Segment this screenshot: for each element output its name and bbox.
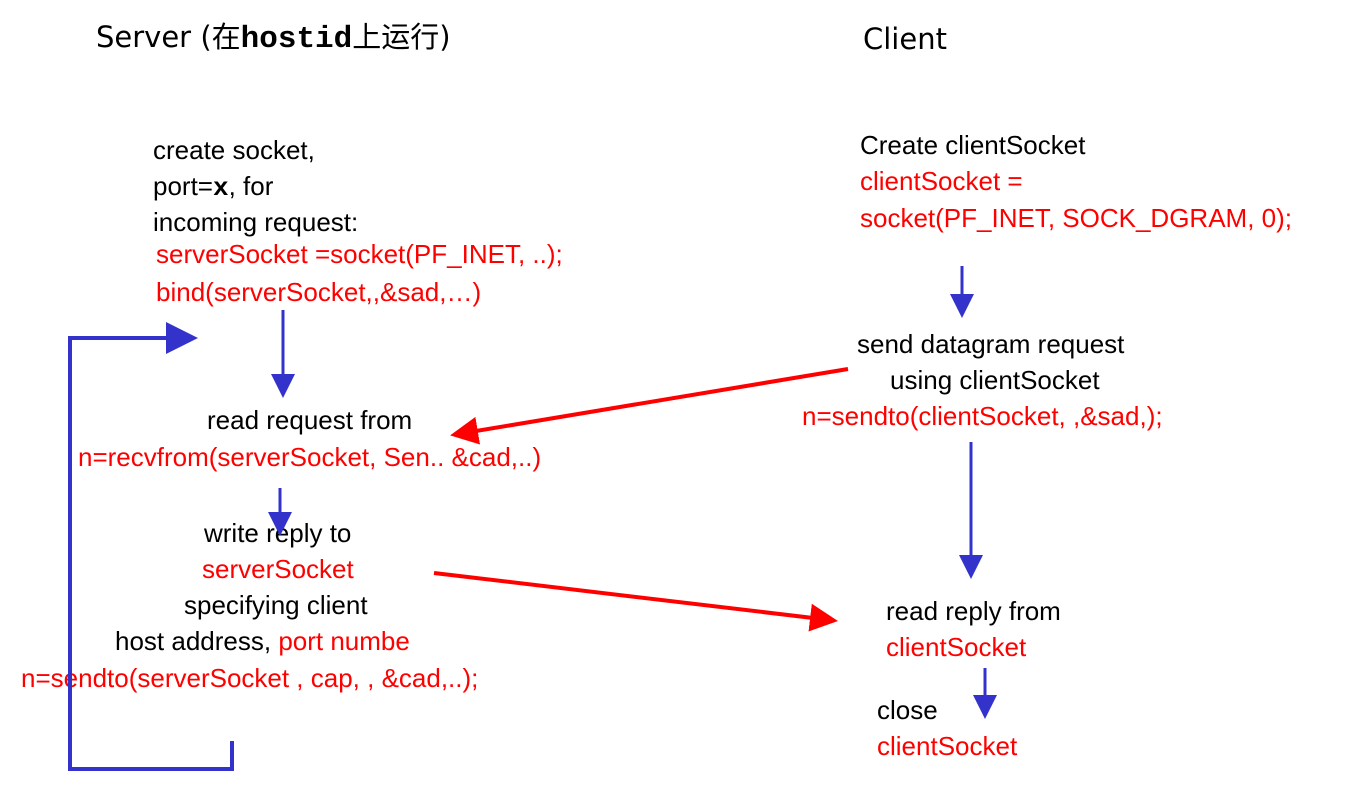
server-write-line3: specifying client xyxy=(184,590,368,620)
request-message-arrow xyxy=(450,367,849,445)
server-write-port-number: port numbe xyxy=(278,626,410,656)
client-read-line1: read reply from xyxy=(886,596,1061,626)
server-create-port-suffix: , for xyxy=(228,171,274,201)
client-close-line2: clientSocket xyxy=(877,731,1018,761)
server-heading-suffix: 上运行) xyxy=(352,20,451,54)
client-socket-code2: socket(PF_INET, SOCK_DGRAM, 0); xyxy=(860,203,1292,233)
server-write-host-address: host address, xyxy=(115,626,279,656)
client-send-line1: send datagram request xyxy=(857,329,1125,359)
client-send-line2: using clientSocket xyxy=(890,365,1100,395)
server-heading: Server (在hostid上运行) xyxy=(96,20,451,57)
reply-message-arrow xyxy=(433,571,838,632)
server-create-line3: incoming request: xyxy=(153,207,359,237)
server-socket-code: serverSocket =socket(PF_INET, ..); xyxy=(156,239,563,269)
server-recvfrom-code: n=recvfrom(serverSocket, Sen.. &cad,..) xyxy=(78,442,542,472)
server-create-line2: port=x, for xyxy=(153,170,273,204)
server-read-label: read request from xyxy=(207,405,413,435)
server-loop-arrow xyxy=(68,322,234,771)
server-create-port-label: port= xyxy=(153,171,213,201)
server-heading-prefix: Server (在 xyxy=(96,20,241,54)
client-socket-code1: clientSocket = xyxy=(860,166,1023,196)
client-close-line1: close xyxy=(877,695,938,725)
client-sendto-code: n=sendto(clientSocket, ,&sad,); xyxy=(802,401,1163,431)
server-sendto-code: n=sendto(serverSocket , cap, , &cad,..); xyxy=(21,663,479,693)
server-create-port-var: x xyxy=(213,173,229,203)
client-create-label: Create clientSocket xyxy=(860,130,1086,160)
server-bind-code: bind(serverSocket,,&sad,…) xyxy=(156,277,482,307)
server-heading-host: hostid xyxy=(240,22,353,57)
server-write-line4: host address, port numbe xyxy=(115,625,410,657)
server-write-line2: serverSocket xyxy=(202,554,354,584)
server-create-line1: create socket, xyxy=(153,135,315,165)
client-heading: Client xyxy=(863,22,947,56)
client-read-line2: clientSocket xyxy=(886,632,1027,662)
